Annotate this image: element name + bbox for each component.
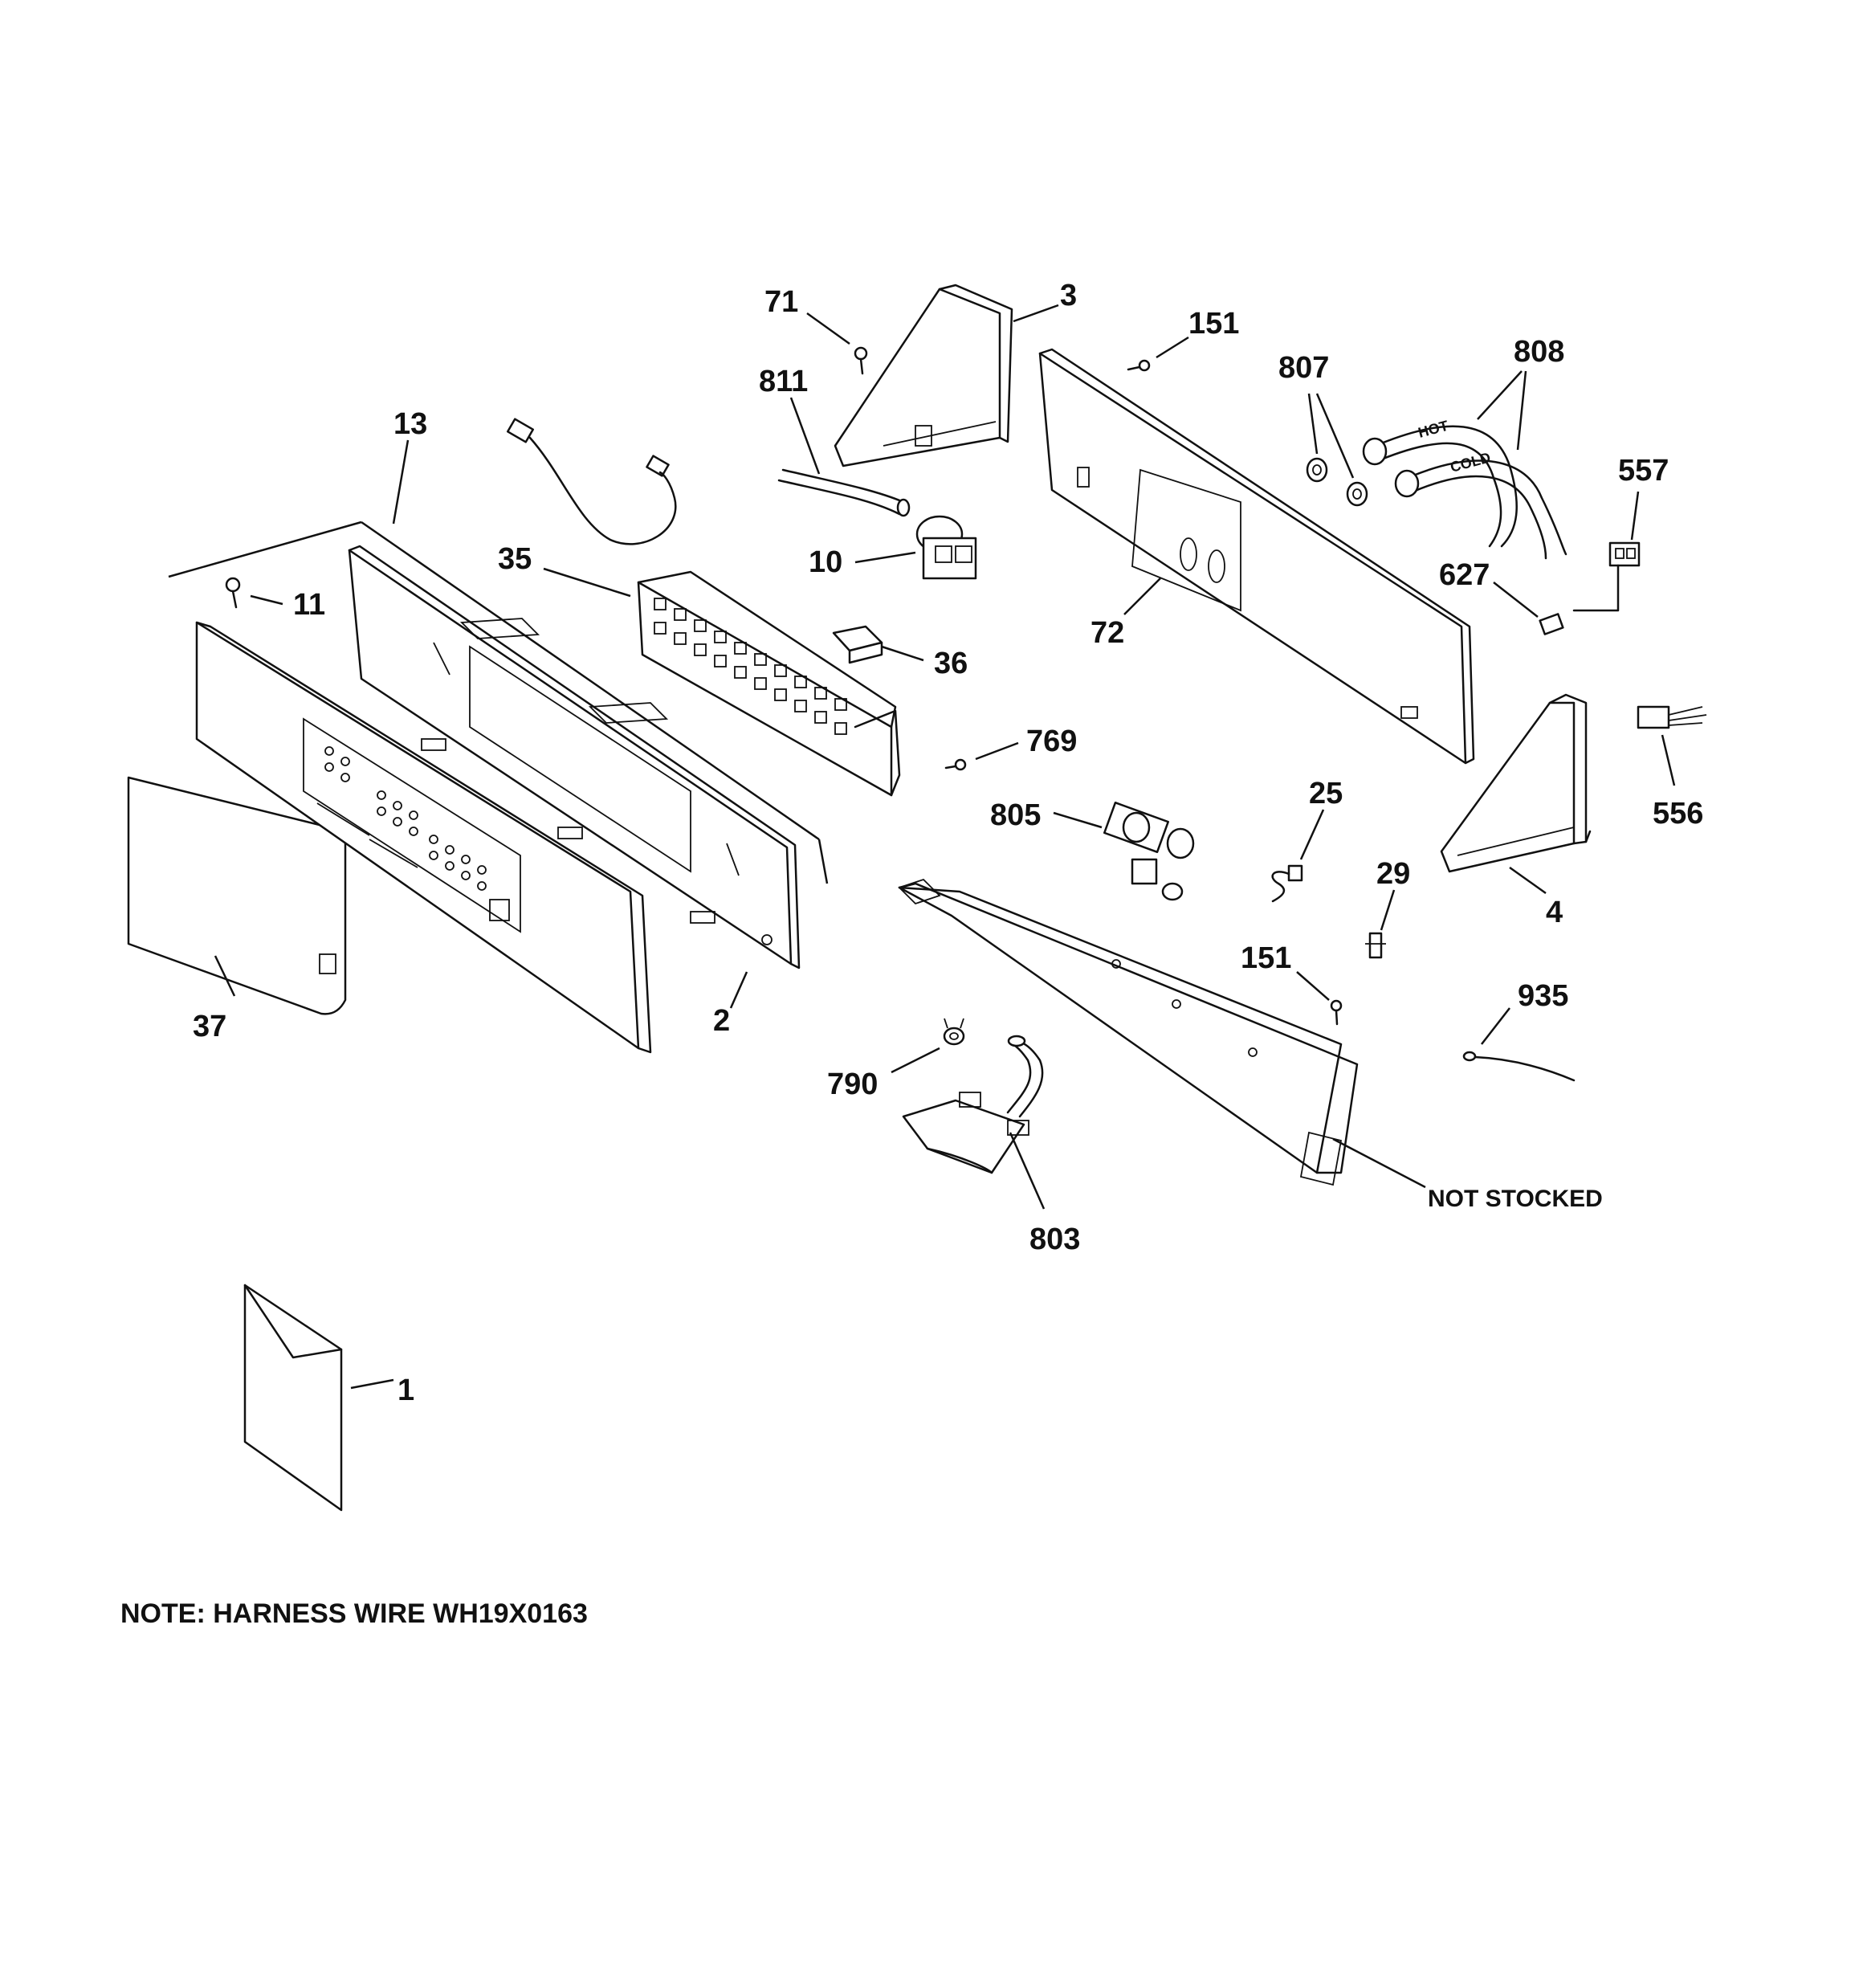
- label-part-35: 35: [498, 542, 532, 576]
- part-2-control-panel: [195, 621, 652, 1054]
- part-37-overlay-panel: [127, 776, 347, 1015]
- label-part-557: 557: [1618, 454, 1669, 488]
- part-151-screw-top: [1127, 359, 1151, 372]
- label-part-556: 556: [1653, 797, 1703, 831]
- label-part-769: 769: [1026, 725, 1077, 758]
- hose-mark-hot: HOT: [1417, 418, 1450, 441]
- part-935-ground-wire: [1462, 1051, 1576, 1082]
- harness-wire-note: NOTE: HARNESS WIRE WH19X0163: [120, 1598, 588, 1629]
- part-13-console-frame: [348, 545, 801, 970]
- label-part-803: 803: [1029, 1223, 1080, 1256]
- part-71-screw: [854, 346, 868, 375]
- part-36-clip: [832, 625, 883, 664]
- label-part-71: 71: [764, 285, 798, 319]
- part-10-pressure-switch: [915, 515, 977, 580]
- part-35-board-bracket: [637, 570, 901, 797]
- label-part-808: 808: [1514, 335, 1564, 369]
- part-11-screw: [225, 577, 241, 609]
- label-part-1: 1: [397, 1374, 414, 1407]
- label-part-807: 807: [1278, 351, 1329, 385]
- part-556-connector: [1637, 705, 1707, 729]
- label-part-790: 790: [827, 1067, 878, 1101]
- label-part-25: 25: [1309, 777, 1343, 810]
- part-807-washers: [1306, 457, 1368, 507]
- part-29-clip: [1365, 932, 1386, 959]
- label-part-805: 805: [990, 798, 1041, 832]
- label-part-13: 13: [393, 407, 427, 441]
- label-part-811: 811: [759, 365, 808, 398]
- label-part-3: 3: [1060, 279, 1077, 312]
- label-part-72: 72: [1090, 616, 1124, 650]
- part-4-end-cap: [1440, 693, 1592, 873]
- label-part-935: 935: [1518, 979, 1568, 1013]
- part-808-inlet-hoses: HOT COLD: [1362, 418, 1567, 560]
- label-part-37: 37: [193, 1010, 226, 1043]
- button-grid: [324, 746, 510, 921]
- part-627-cap: [1539, 613, 1564, 635]
- label-part-627: 627: [1439, 558, 1490, 592]
- part-811-hose: [777, 468, 911, 517]
- part-805-water-valve: [1103, 801, 1195, 901]
- part-557-terminal: [1572, 541, 1641, 612]
- part-72-back-panel: [1038, 348, 1475, 765]
- label-part-29: 29: [1376, 857, 1410, 891]
- part-25-wire-link: [1271, 864, 1303, 903]
- label-part-10: 10: [809, 545, 842, 579]
- label-part-4: 4: [1546, 896, 1563, 929]
- part-3-end-cap: [834, 284, 1013, 467]
- harness-wire: [506, 418, 677, 545]
- part-1-manual-sheet: [243, 1284, 343, 1512]
- part-151-screw-bottom: [1330, 999, 1343, 1026]
- label-part-151-bottom: 151: [1241, 941, 1291, 975]
- part-769-screw: [944, 758, 967, 771]
- not-stocked-callout: NOT STOCKED: [1428, 1186, 1603, 1212]
- label-part-2: 2: [713, 1004, 730, 1038]
- bracket-grid: [654, 598, 847, 735]
- part-13-outline: [168, 520, 362, 578]
- part-803-dispenser: [902, 1035, 1044, 1174]
- label-part-36: 36: [934, 647, 968, 680]
- label-part-11: 11: [293, 588, 325, 622]
- label-part-151-top: 151: [1188, 307, 1239, 341]
- hose-mark-cold: COLD: [1449, 449, 1492, 476]
- part-790-clamp: [943, 1018, 965, 1046]
- bottom-bracket-not-stocked: [898, 878, 1359, 1186]
